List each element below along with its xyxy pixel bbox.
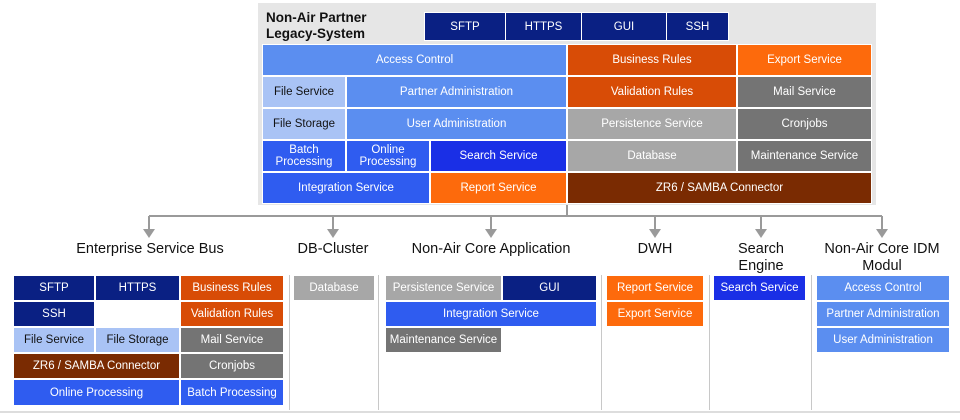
esb-business-rules: Business Rules — [180, 275, 284, 301]
core-app-title: Non-Air Core Application — [411, 241, 571, 257]
esb-zr6-samba-connector: ZR6 / SAMBA Connector — [13, 353, 180, 379]
divider — [811, 275, 812, 410]
esb-file-service: File Service — [13, 327, 95, 353]
esb-online-processing: Online Processing — [13, 379, 180, 406]
batch-processing: Batch Processing — [262, 140, 346, 172]
export-service: Export Service — [737, 44, 872, 76]
file-storage: File Storage — [262, 108, 346, 140]
esb-https: HTTPS — [95, 275, 180, 301]
protocol-gui: GUI — [581, 12, 667, 41]
report-service: Report Service — [430, 172, 567, 204]
esb-ssh: SSH — [13, 301, 95, 327]
dwh-title: DWH — [637, 241, 673, 257]
core-gui: GUI — [502, 275, 597, 301]
esb-file-storage: File Storage — [95, 327, 180, 353]
database: Database — [567, 140, 737, 172]
divider — [601, 275, 602, 410]
protocol-ssh: SSH — [666, 12, 729, 41]
idm-access-control: Access Control — [816, 275, 950, 301]
divider — [709, 275, 710, 410]
business-rules: Business Rules — [567, 44, 737, 76]
esb-batch-processing: Batch Processing — [180, 379, 284, 406]
search-service: Search Service — [430, 140, 567, 172]
idm-partner-administration: Partner Administration — [816, 301, 950, 327]
divider — [289, 275, 290, 410]
search-engine-title: Search Engine — [738, 241, 784, 274]
dwh-export-service: Export Service — [606, 301, 704, 327]
cronjobs: Cronjobs — [737, 108, 872, 140]
dwh-report-service: Report Service — [606, 275, 704, 301]
file-service: File Service — [262, 76, 346, 108]
esb-validation-rules: Validation Rules — [180, 301, 284, 327]
core-maintenance-service: Maintenance Service — [385, 327, 502, 353]
user-administration: User Administration — [346, 108, 567, 140]
protocol-sftp: SFTP — [424, 12, 506, 41]
persistence-service: Persistence Service — [567, 108, 737, 140]
zr6-samba-connector: ZR6 / SAMBA Connector — [567, 172, 872, 204]
maintenance-service: Maintenance Service — [737, 140, 872, 172]
divider — [378, 275, 379, 410]
esb-title: Enterprise Service Bus — [76, 241, 224, 257]
esb-sftp: SFTP — [13, 275, 95, 301]
db-cluster-title: DB-Cluster — [297, 241, 369, 257]
validation-rules: Validation Rules — [567, 76, 737, 108]
idm-modul-title: Non-Air Core IDM Modul — [824, 241, 940, 274]
access-control: Access Control — [262, 44, 567, 76]
idm-user-administration: User Administration — [816, 327, 950, 353]
integration-service: Integration Service — [262, 172, 430, 204]
db-database: Database — [293, 275, 375, 301]
mail-service: Mail Service — [737, 76, 872, 108]
core-integration-service: Integration Service — [385, 301, 597, 327]
esb-cronjobs: Cronjobs — [180, 353, 284, 379]
esb-mail-service: Mail Service — [180, 327, 284, 353]
search-engine-search-service: Search Service — [713, 275, 806, 301]
core-persistence-service: Persistence Service — [385, 275, 502, 301]
partner-administration: Partner Administration — [346, 76, 567, 108]
legacy-system-title: Non-Air Partner Legacy-System — [266, 10, 367, 41]
online-processing: Online Processing — [346, 140, 430, 172]
